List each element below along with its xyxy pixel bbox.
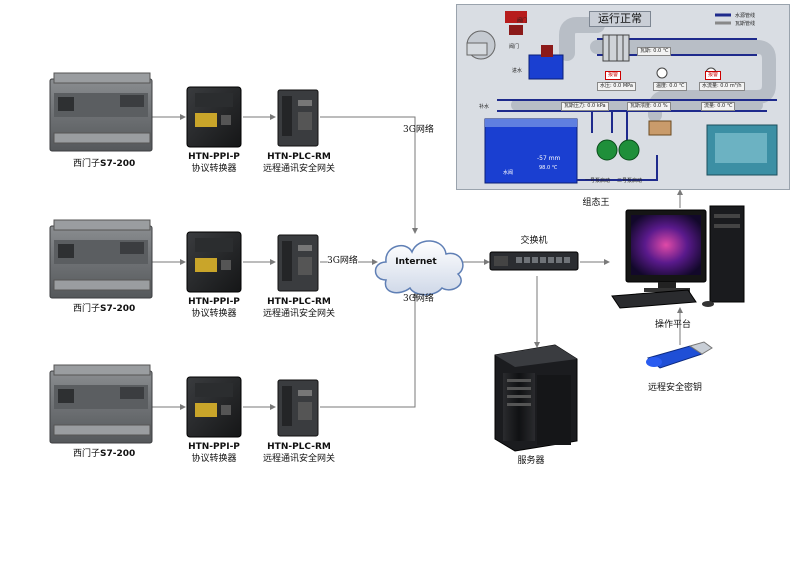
plc-label-3: 西门子S7-200 xyxy=(73,449,136,459)
converter-desc-2: 协议转换器 xyxy=(191,309,237,319)
converter-name-3: HTN-PPI-P xyxy=(188,442,240,452)
scada-tag-4: 瓦斯压力: 0.0 kPa xyxy=(561,102,609,111)
scada-label: 组态王 xyxy=(582,198,610,208)
arrow-head xyxy=(180,114,186,120)
scada-tag-0: 瓦斯: 0.0 ℃ xyxy=(637,47,672,56)
converter-name-1: HTN-PPI-P xyxy=(188,152,240,162)
usb-key-label: 远程安全密钥 xyxy=(647,383,703,393)
scada-status-indicator: 运行正常 xyxy=(589,11,651,27)
drain-label: 水阀 xyxy=(503,170,514,176)
legend-water: 水源管线 xyxy=(735,13,756,19)
link-label-1: 3G网络 xyxy=(403,125,434,135)
plc-label-2: 西门子S7-200 xyxy=(73,304,136,314)
gateway-desc-2: 远程通讯安全网关 xyxy=(262,309,336,319)
warn-badge-1: 报警 xyxy=(605,71,622,80)
inlet-label: 补水 xyxy=(479,104,490,110)
tank-temp: 98.0 ℃ xyxy=(539,165,558,171)
arrow-head xyxy=(270,404,276,410)
gateway-name-3: HTN-PLC-RM xyxy=(267,442,331,452)
gateway-name-1: HTN-PLC-RM xyxy=(267,152,331,162)
link-gateway3-internet xyxy=(320,298,416,408)
switch-label: 交换机 xyxy=(520,236,548,246)
internet-label: Internet xyxy=(395,257,437,267)
pump-left-label: 一号泵启动 xyxy=(585,178,611,184)
arrow-head xyxy=(270,114,276,120)
arrow-head xyxy=(677,189,683,195)
warn-badge-2: 报警 xyxy=(705,71,722,80)
gateway-desc-1: 远程通讯安全网关 xyxy=(262,164,336,174)
pump-right-label: 二号泵启动 xyxy=(617,178,643,184)
link-label-2: 3G网络 xyxy=(327,256,358,267)
scada-screen-panel: 运行正常 水源管线 瓦斯管线 阀门 阀门 进水 瓦斯: 0.0 ℃ 报警 报警 … xyxy=(456,4,790,190)
arrow-head xyxy=(270,259,276,265)
legend-gas: 瓦斯管线 xyxy=(735,21,756,27)
scada-tag-3: 水流量: 0.0 m³/h xyxy=(699,82,745,91)
workstation-label: 操作平台 xyxy=(654,320,692,330)
arrow-head xyxy=(180,259,186,265)
converter-desc-3: 协议转换器 xyxy=(191,454,237,464)
link-label-3: 3G网络 xyxy=(403,294,434,304)
server-label: 服务器 xyxy=(517,456,545,466)
scada-tag-6: 流量: 0.0 ℃ xyxy=(701,102,736,111)
valve-label-1: 阀门 xyxy=(517,18,528,24)
converter-name-2: HTN-PPI-P xyxy=(188,297,240,307)
scada-tag-1: 水压: 0.0 MPa xyxy=(597,82,636,91)
tank-level: -57 mm xyxy=(537,155,561,162)
arrow-head xyxy=(604,259,610,265)
arrow-head xyxy=(372,259,378,265)
scada-process-graphic xyxy=(466,11,778,184)
pump-box-label: 进水 xyxy=(512,68,523,74)
scada-tag-5: 瓦斯浓度: 0.0 % xyxy=(627,102,671,111)
link-gateway1-internet xyxy=(320,116,416,228)
arrow-head xyxy=(677,307,683,313)
arrow-head xyxy=(484,259,490,265)
gateway-name-2: HTN-PLC-RM xyxy=(267,297,331,307)
plc-label-1: 西门子S7-200 xyxy=(73,159,136,169)
converter-desc-1: 协议转换器 xyxy=(191,164,237,174)
arrow-head xyxy=(412,228,418,234)
valve-label-2: 阀门 xyxy=(509,44,520,50)
scada-tag-2: 温度: 0.0 ℃ xyxy=(653,82,688,91)
gateway-desc-3: 远程通讯安全网关 xyxy=(262,454,336,464)
arrow-head xyxy=(180,404,186,410)
arrow-head xyxy=(534,342,540,348)
